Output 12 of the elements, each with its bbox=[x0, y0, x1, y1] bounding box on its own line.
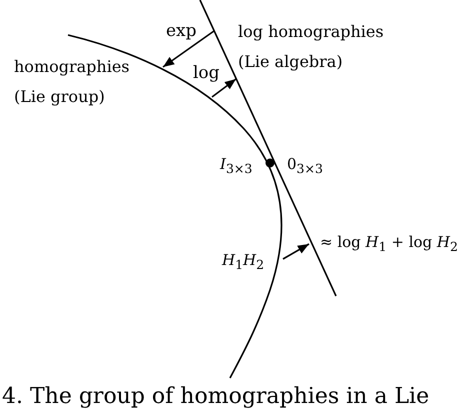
edge-label: log bbox=[193, 64, 220, 82]
arrow bbox=[282, 243, 310, 260]
point-label: I$_{3×3}$ bbox=[220, 155, 252, 178]
arrow bbox=[162, 30, 214, 68]
arrow bbox=[212, 78, 236, 98]
line-label: log homographies (Lie algebra) bbox=[238, 21, 385, 73]
point-label: H$_{1}$H$_{2}$ bbox=[222, 251, 264, 274]
caption: 4. The group of homographies in a Lie bbox=[2, 384, 430, 409]
curve-label: homographies (Lie group) bbox=[14, 56, 131, 108]
point-label: 0$_{3×3}$ bbox=[287, 155, 323, 178]
edge-label: exp bbox=[166, 22, 197, 40]
sum-label: ≈ log H$_{1}$ + log H$_{2}$ bbox=[320, 233, 458, 256]
